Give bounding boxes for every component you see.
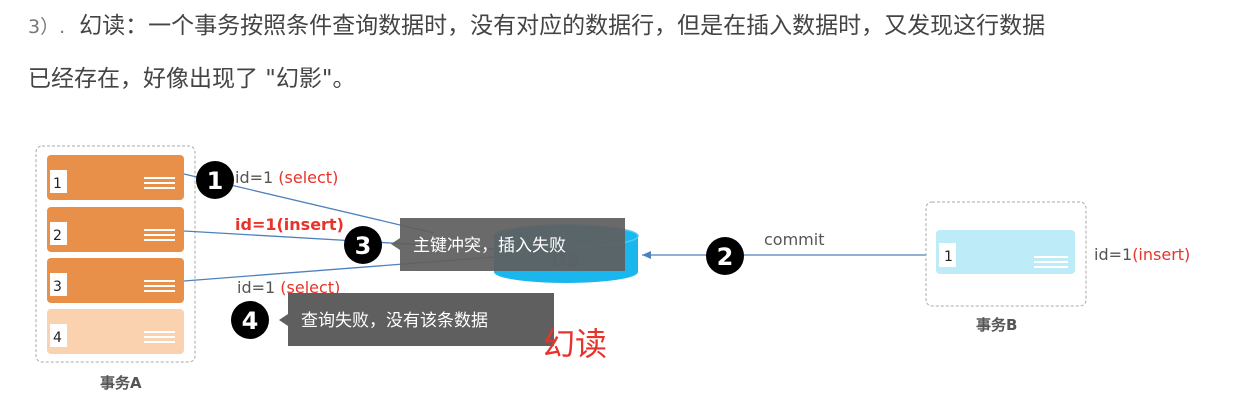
- select-2-label: id=1 (select): [237, 278, 340, 297]
- doc-icon: [50, 170, 67, 193]
- lines-icon: [1034, 256, 1068, 268]
- tx-a-row-1: 1: [47, 155, 184, 200]
- lines-icon: [144, 177, 175, 189]
- doc-icon: [50, 324, 67, 347]
- callout-step-4-text: 查询失败，没有该条数据: [301, 311, 488, 331]
- tx-a-row-3-number: 3: [53, 279, 62, 295]
- lines-icon: [144, 331, 175, 343]
- transaction-b-label: 事务B: [976, 316, 1017, 334]
- select-1-label: id=1 (select): [235, 168, 338, 187]
- tx-a-row-2-number: 2: [53, 228, 62, 244]
- description-text-1: 幻读：一个事务按照条件查询数据时，没有对应的数据行，但是在插入数据时，又发现这行…: [79, 13, 1046, 39]
- tx-a-row-1-number: 1: [53, 176, 62, 192]
- tx-a-row-3: 3: [47, 258, 184, 303]
- transaction-a-label: 事务A: [100, 374, 142, 392]
- step-3-marker: 3: [344, 226, 382, 264]
- insert-a-label: id=1(insert): [235, 215, 344, 234]
- step-4-number: 4: [242, 307, 259, 335]
- tx-b-insert-label: id=1(insert): [1094, 245, 1190, 264]
- description-line-1: 3）. 幻读：一个事务按照条件查询数据时，没有对应的数据行，但是在插入数据时，又发…: [28, 0, 1228, 53]
- phantom-read-label: 幻读: [543, 325, 607, 363]
- step-1-marker: 1: [196, 161, 234, 199]
- step-3-number: 3: [355, 232, 372, 260]
- tx-a-row-4-number: 4: [53, 330, 62, 346]
- doc-icon: [50, 222, 67, 245]
- item-number: 3）.: [28, 16, 66, 38]
- lines-icon: [144, 280, 175, 292]
- doc-icon: [939, 243, 956, 267]
- tx-a-row-4: 4: [47, 309, 184, 354]
- tx-b-row-1-number: 1: [944, 249, 953, 265]
- step-4-marker: 4: [231, 301, 269, 339]
- lines-icon: [144, 229, 175, 241]
- transaction-a-box: [35, 145, 196, 363]
- description-paragraph: 3）. 幻读：一个事务按照条件查询数据时，没有对应的数据行，但是在插入数据时，又发…: [28, 0, 1228, 106]
- step-2-marker: 2: [706, 237, 744, 275]
- step-1-number: 1: [207, 167, 224, 195]
- transaction-b-box: [925, 201, 1087, 307]
- callout-step-3-text: 主键冲突，插入失败: [413, 236, 566, 256]
- commit-label: commit: [764, 230, 824, 249]
- callout-step-4: 查询失败，没有该条数据: [279, 293, 554, 346]
- tx-b-row-1: 1: [936, 230, 1075, 274]
- callout-step-3: 主键冲突，插入失败: [391, 218, 625, 271]
- step-2-number: 2: [717, 243, 734, 271]
- tx-a-row-2: 2: [47, 207, 184, 252]
- doc-icon: [50, 273, 67, 296]
- description-line-2: 已经存在，好像出现了 "幻影"。: [28, 66, 356, 92]
